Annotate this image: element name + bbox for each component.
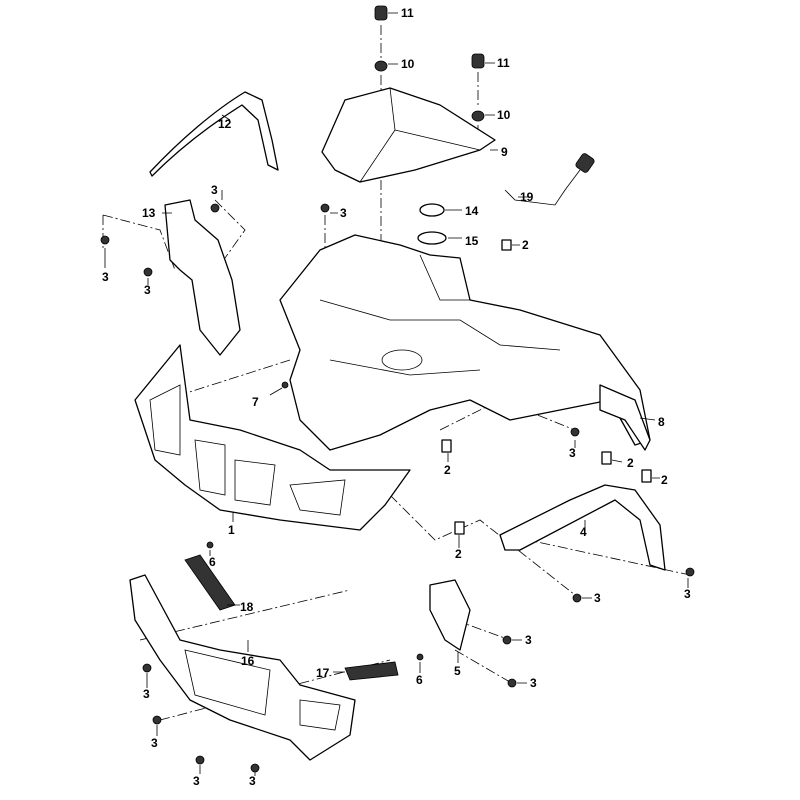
callout-3: 3: [684, 587, 691, 601]
callout-9: 9: [501, 145, 508, 159]
callout-3: 3: [525, 633, 532, 647]
part-19-wire-harness: [504, 169, 581, 206]
callout-2: 2: [627, 456, 634, 470]
callout-11: 11: [401, 6, 414, 20]
callout-17: 17: [316, 666, 330, 680]
callout-2: 2: [522, 238, 529, 252]
callout-10: 10: [497, 108, 511, 122]
callout-5: 5: [454, 664, 461, 678]
callout-6: 6: [209, 555, 216, 569]
part-1-front-fascia: [134, 344, 411, 531]
callout-10: 10: [401, 57, 415, 71]
callout-3: 3: [151, 736, 158, 750]
callout-19: 19: [520, 190, 534, 204]
part-5-mud-flap: [429, 579, 471, 651]
part-14-clip: [419, 203, 445, 217]
fasteners: [100, 203, 695, 773]
callout-15: 15: [465, 234, 479, 248]
callout-3: 3: [340, 206, 347, 220]
callout-3: 3: [249, 774, 256, 788]
callout-14: 14: [465, 204, 479, 218]
callout-labels: 11 10 11 10 9 12 19 14 15 2 13 3 3 3 3 7…: [102, 6, 691, 788]
part-16-lower-bumper: [129, 574, 356, 761]
part-10-nut: [374, 60, 388, 72]
callout-3: 3: [594, 591, 601, 605]
callout-4: 4: [580, 525, 587, 539]
part-9-top-cover: [321, 87, 496, 183]
part-11-grommet: [471, 53, 485, 69]
callout-3: 3: [530, 676, 537, 690]
callout-3: 3: [211, 183, 218, 197]
callout-6: 6: [416, 673, 423, 687]
part-10-nut: [471, 110, 485, 122]
callout-3: 3: [102, 270, 109, 284]
part-12-fender-trim: [149, 91, 279, 177]
callout-3: 3: [193, 774, 200, 788]
callout-2: 2: [455, 547, 462, 561]
part-17-reflector: [344, 661, 399, 681]
callout-13: 13: [142, 206, 156, 220]
part-4-fender-flare: [499, 484, 666, 571]
callout-3: 3: [143, 687, 150, 701]
part-8-side-fender: [599, 384, 651, 451]
callout-8: 8: [658, 415, 665, 429]
callout-7: 7: [252, 395, 259, 409]
callout-18: 18: [240, 600, 254, 614]
part-11-grommet: [374, 5, 388, 21]
callout-3: 3: [569, 446, 576, 460]
callout-1: 1: [228, 523, 235, 537]
part-15-clip: [417, 231, 447, 245]
callout-2: 2: [661, 473, 668, 487]
callout-2: 2: [444, 463, 451, 477]
callout-12: 12: [218, 117, 232, 131]
callout-11: 11: [497, 56, 510, 70]
callout-3: 3: [144, 283, 151, 297]
callout-16: 16: [241, 654, 255, 668]
part-13-side-panel: [164, 199, 241, 356]
